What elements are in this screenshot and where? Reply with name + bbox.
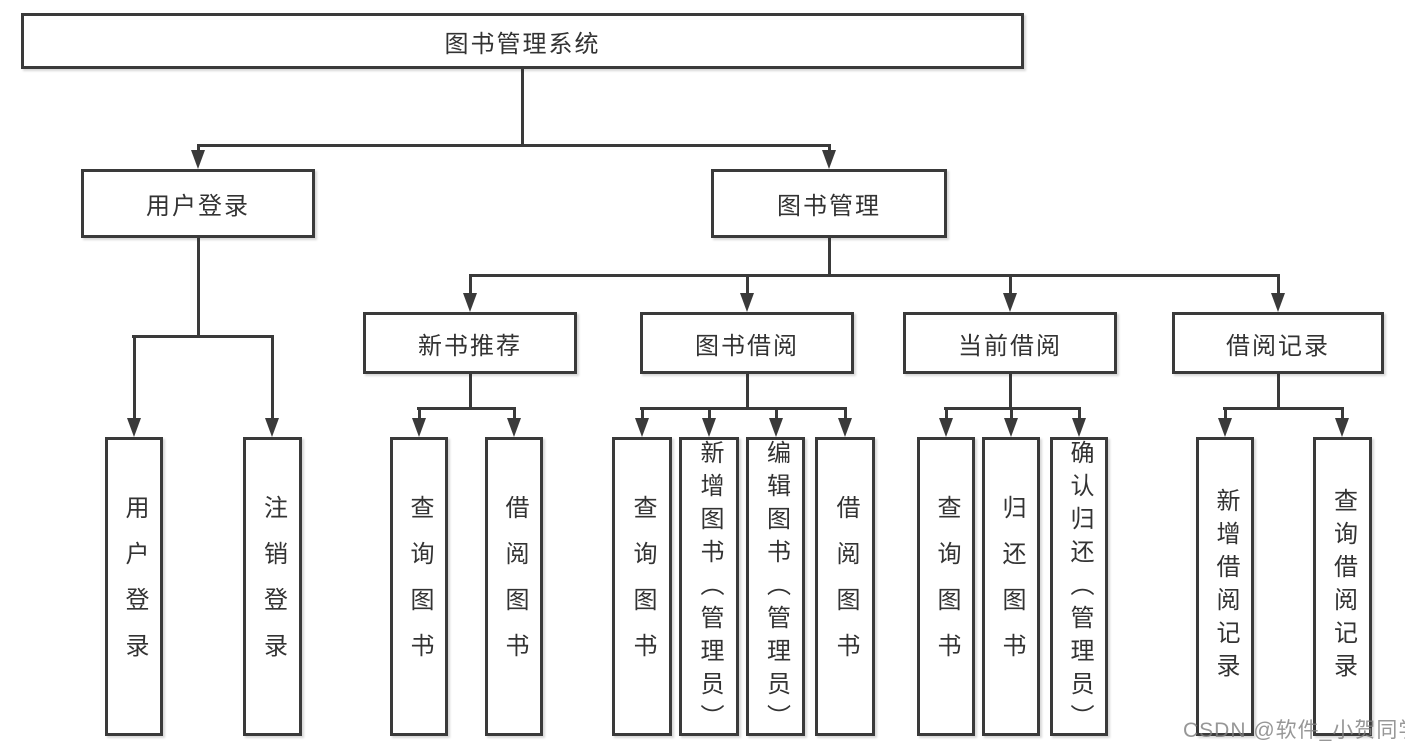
node-new-book-recommend-label: 新书推荐 bbox=[418, 332, 522, 360]
connector-arrow-shaft bbox=[945, 407, 948, 418]
arrow-down-icon bbox=[412, 418, 426, 437]
connector-arrow-shaft bbox=[708, 407, 711, 418]
arrow-down-icon bbox=[1335, 418, 1349, 437]
connector-userlogin-stem bbox=[197, 238, 200, 335]
arrow-down-icon bbox=[769, 418, 783, 437]
leaf-query-books-borrowing-label: 查询图书 bbox=[629, 494, 656, 679]
leaf-edit-books-admin: 编辑图书（管理员） bbox=[746, 437, 805, 737]
connector-arrow-shaft bbox=[1078, 407, 1081, 418]
connector-arrow-shaft bbox=[1341, 407, 1344, 418]
connector-borrow-stem bbox=[746, 374, 749, 407]
connector-arrow-shaft bbox=[844, 407, 847, 418]
leaf-edit-books-admin-label: 编辑图书（管理员） bbox=[762, 440, 790, 737]
arrow-down-icon bbox=[838, 418, 852, 437]
arrow-down-icon bbox=[463, 293, 477, 312]
leaf-add-books-admin: 新增图书（管理员） bbox=[679, 437, 739, 737]
node-current-borrowing-label: 当前借阅 bbox=[958, 332, 1062, 360]
leaf-query-books-recommend: 查询图书 bbox=[390, 437, 448, 736]
node-book-management: 图书管理 bbox=[711, 169, 947, 238]
arrow-down-icon bbox=[1003, 293, 1017, 312]
connector-group3-bar bbox=[640, 407, 847, 410]
node-current-borrowing: 当前借阅 bbox=[903, 312, 1117, 374]
connector-arrow-shaft bbox=[1010, 407, 1013, 418]
arrow-down-icon bbox=[635, 418, 649, 437]
arrow-down-icon bbox=[822, 150, 836, 169]
leaf-user-login: 用户登录 bbox=[105, 437, 163, 736]
arrow-down-icon bbox=[127, 418, 141, 437]
arrow-down-icon bbox=[1218, 418, 1232, 437]
leaf-query-books-borrowing: 查询图书 bbox=[612, 437, 672, 736]
connector-arrow-shaft bbox=[133, 335, 136, 418]
connector-arrow-shaft bbox=[828, 144, 831, 152]
connector-arrow-shaft bbox=[469, 274, 472, 293]
arrow-down-icon bbox=[702, 418, 716, 437]
leaf-logout-label: 注销登录 bbox=[259, 494, 287, 679]
leaf-add-borrow-record-label: 新增借阅记录 bbox=[1212, 487, 1239, 686]
leaf-borrow-books-recommend-label: 借阅图书 bbox=[501, 494, 528, 679]
connector-root-stem bbox=[521, 69, 524, 144]
connector-level3-bar bbox=[469, 274, 1280, 277]
connector-arrow-shaft bbox=[197, 144, 200, 152]
leaf-return-books: 归还图书 bbox=[982, 437, 1040, 736]
arrow-down-icon bbox=[191, 150, 205, 169]
node-book-borrowing-label: 图书借阅 bbox=[695, 332, 799, 360]
node-book-management-label: 图书管理 bbox=[777, 193, 881, 220]
node-root-label: 图书管理系统 bbox=[444, 30, 601, 58]
connector-arrow-shaft bbox=[271, 335, 274, 418]
leaf-borrow-books: 借阅图书 bbox=[815, 437, 875, 736]
leaf-add-books-admin-label: 新增图书（管理员） bbox=[696, 440, 723, 737]
connector-arrow-shaft bbox=[418, 407, 421, 418]
connector-arrow-shaft bbox=[513, 407, 516, 418]
node-root: 图书管理系统 bbox=[21, 13, 1024, 69]
connector-group1-bar bbox=[132, 335, 273, 338]
arrow-down-icon bbox=[939, 418, 953, 437]
node-borrow-records: 借阅记录 bbox=[1172, 312, 1384, 374]
connector-arrow-shaft bbox=[1277, 274, 1280, 293]
node-user-login: 用户登录 bbox=[81, 169, 315, 238]
connector-arrow-shaft bbox=[1009, 274, 1012, 293]
connector-bookmgmt-stem bbox=[828, 238, 831, 274]
connector-group5-bar bbox=[1223, 407, 1344, 410]
connector-arrow-shaft bbox=[641, 407, 644, 418]
connector-current-stem bbox=[1009, 374, 1012, 407]
leaf-logout: 注销登录 bbox=[243, 437, 302, 736]
connector-newbook-stem bbox=[469, 374, 472, 407]
leaf-query-books-current-label: 查询图书 bbox=[933, 494, 960, 679]
leaf-return-books-label: 归还图书 bbox=[998, 494, 1025, 679]
connector-record-stem bbox=[1277, 374, 1280, 407]
node-user-login-label: 用户登录 bbox=[146, 193, 250, 220]
arrow-down-icon bbox=[740, 293, 754, 312]
leaf-query-books-current: 查询图书 bbox=[917, 437, 975, 736]
node-new-book-recommend: 新书推荐 bbox=[363, 312, 577, 374]
leaf-query-borrow-record: 查询借阅记录 bbox=[1313, 437, 1372, 736]
node-borrow-records-label: 借阅记录 bbox=[1226, 332, 1330, 360]
leaf-borrow-books-recommend: 借阅图书 bbox=[485, 437, 543, 736]
arrow-down-icon bbox=[1004, 418, 1018, 437]
arrow-down-icon bbox=[265, 418, 279, 437]
leaf-query-borrow-record-label: 查询借阅记录 bbox=[1329, 487, 1357, 686]
connector-arrow-shaft bbox=[1224, 407, 1227, 418]
arrow-down-icon bbox=[1072, 418, 1086, 437]
leaf-confirm-return-admin: 确认归还（管理员） bbox=[1050, 437, 1108, 737]
leaf-query-books-recommend-label: 查询图书 bbox=[406, 494, 433, 679]
leaf-add-borrow-record: 新增借阅记录 bbox=[1196, 437, 1254, 736]
connector-arrow-shaft bbox=[775, 407, 778, 418]
arrow-down-icon bbox=[507, 418, 521, 437]
connector-group2-bar bbox=[417, 407, 516, 410]
csdn-watermark: CSDN @软件_小贺同学 bbox=[1183, 719, 1405, 742]
connector-level2-bar bbox=[197, 144, 831, 147]
leaf-borrow-books-label: 借阅图书 bbox=[832, 494, 859, 679]
connector-arrow-shaft bbox=[746, 274, 749, 293]
leaf-user-login-label: 用户登录 bbox=[121, 494, 148, 679]
node-book-borrowing: 图书借阅 bbox=[640, 312, 854, 374]
leaf-confirm-return-admin-label: 确认归还（管理员） bbox=[1066, 440, 1093, 737]
arrow-down-icon bbox=[1271, 293, 1285, 312]
